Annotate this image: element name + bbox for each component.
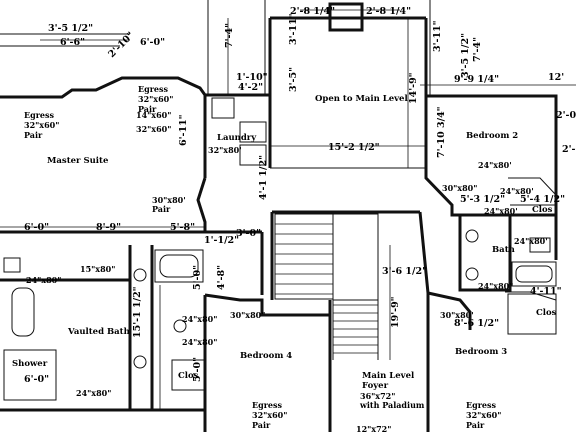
stairs	[274, 213, 379, 360]
opening-label: 32"x60"	[138, 94, 173, 104]
room-label: Shower	[12, 359, 48, 369]
dimension-label: 3'-11"	[432, 20, 443, 52]
dimension-label: 4'-8"	[216, 265, 227, 290]
dimension-label: 6'-0"	[140, 37, 165, 48]
room-label: Clos	[536, 308, 557, 318]
dimension-label: 3'-5 1/2"	[460, 33, 471, 78]
opening-label: Pair	[24, 130, 43, 140]
dimension-label: 7'-10 3/4"	[436, 106, 447, 158]
opening-label: Pair	[152, 204, 171, 214]
dimension-label: 7'-4"	[224, 23, 235, 48]
dimension-label: 19'-9"	[390, 296, 401, 328]
dimension-label: 6'-0"	[24, 374, 49, 385]
room-label: Clos	[532, 205, 553, 215]
dimension-label: 14'-9"	[408, 72, 419, 104]
walls	[0, 0, 558, 432]
opening-label: Egress	[138, 84, 169, 94]
opening-label: 32"x60"	[136, 124, 171, 134]
room-label: Main Level	[362, 371, 415, 381]
opening-label: 30"x80'	[440, 310, 474, 320]
opening-label: 15"x80"	[80, 264, 115, 274]
dimension-label: 8'-9"	[96, 222, 121, 233]
room-label: Bath	[492, 245, 515, 255]
dimension-label: 1'-1/2"	[204, 235, 239, 246]
room-label: Bedroom 3	[455, 347, 507, 357]
dimension-label: 12'	[548, 72, 564, 83]
dimension-label: 3'-5"	[288, 67, 299, 92]
dimension-label: 15'-2 1/2"	[328, 142, 380, 153]
dimension-lines	[0, 9, 576, 410]
room-label: Clos	[178, 371, 199, 381]
opening-label: Egress	[24, 110, 55, 120]
opening-label: Egress	[466, 400, 497, 410]
opening-label: 24"x80'	[484, 206, 518, 216]
dimension-label: 3'-11"	[288, 13, 299, 45]
dimension-label: 5'-0"	[192, 357, 203, 382]
dimension-label: 4'-11"	[530, 286, 562, 297]
opening-label: 32"x60"	[466, 410, 501, 420]
dimension-label: 2'-8 1/4"	[366, 6, 411, 17]
fixtures	[3, 97, 551, 369]
room-label: Foyer	[362, 381, 389, 391]
opening-label: 30"x80"	[442, 183, 477, 193]
room-label: with Paladium	[359, 400, 425, 410]
dimension-label: 4'-1 1/2"	[258, 155, 269, 200]
dimension-label: 15'-1 1/2"	[132, 286, 143, 338]
dimension-label: 6'-11"	[178, 114, 189, 146]
opening-label: 14"x60"	[136, 110, 171, 120]
opening-label: 24"x80"	[182, 337, 217, 347]
room-label: Master Suite	[47, 156, 109, 166]
dimension-label: 8'-6 1/2"	[454, 318, 499, 329]
opening-label: Pair	[138, 104, 157, 114]
opening-label: 24"x80'	[478, 160, 512, 170]
room-labels: Master Suite Vaulted Bath Shower Laundry…	[12, 94, 557, 410]
room-label: Vaulted Bath	[67, 327, 130, 337]
dimension-label: 3'-0"	[236, 228, 261, 239]
opening-label: Pair	[466, 420, 485, 430]
opening-label: 24"x80'	[500, 186, 534, 196]
room-label: Open to Main Level	[315, 94, 408, 104]
dimension-label: 5'-0"	[192, 265, 203, 290]
dimension-label: 9'-9 1/4"	[454, 74, 499, 85]
dimension-label: 2'-8 1/4"	[290, 6, 335, 17]
room-label: Laundry	[217, 133, 257, 143]
room-label: 36"x72"	[360, 391, 395, 401]
room-label: Bedroom 4	[240, 351, 292, 361]
opening-label: 12"x72"	[356, 424, 391, 432]
dimension-label: 3'-5 1/2"	[48, 23, 93, 34]
opening-labels: Egress 32"x60" Pair Egress 32"x60" Pair …	[24, 84, 548, 432]
opening-label: 24"x80"	[76, 388, 111, 398]
dimension-label: 2'-0	[562, 144, 576, 155]
opening-label: 32"x60"	[252, 410, 287, 420]
dimension-label: 7'-4"	[472, 37, 483, 62]
opening-label: 32"x80'	[208, 145, 242, 155]
dimension-label: 4'-2"	[238, 82, 263, 93]
opening-label: 30"x80'	[152, 195, 186, 205]
dimension-label: 1'-10"	[236, 72, 268, 83]
dimension-label: 5'-8"	[170, 222, 195, 233]
opening-label: Pair	[252, 420, 271, 430]
opening-label: 24"x80"	[478, 281, 513, 291]
dimension-label: 5'-3 1/2"	[460, 194, 505, 205]
dimension-label: 3'-6 1/2"	[382, 266, 427, 277]
opening-label: 24"x80"	[26, 275, 61, 285]
room-label: Bedroom 2	[466, 131, 518, 141]
opening-label: Egress	[252, 400, 283, 410]
dimension-label: 2'-0"	[556, 110, 576, 121]
dimension-label: 5'-4 1/2"	[520, 194, 565, 205]
opening-label: 30"x80"	[230, 310, 265, 320]
dimension-labels: 3'-5 1/2" 6'-6" 6'-0" 2'-10" 2'-8 1/4" 2…	[24, 6, 576, 385]
opening-label: 32"x60"	[24, 120, 59, 130]
opening-label: 24"x80"	[182, 314, 217, 324]
dimension-label: 6'-6"	[60, 37, 85, 48]
dimension-label: 6'-0"	[24, 222, 49, 233]
opening-label: 24"x80'	[514, 236, 548, 246]
